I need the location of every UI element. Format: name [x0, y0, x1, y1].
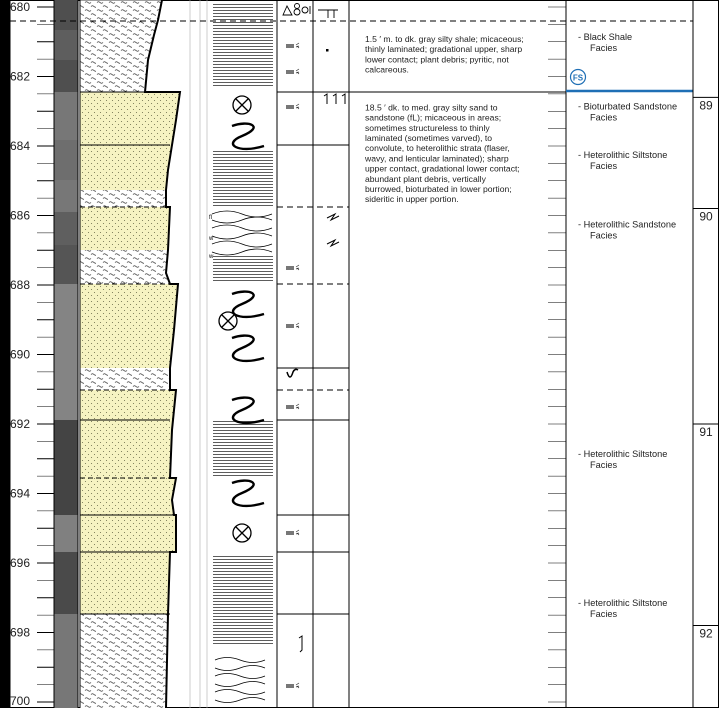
- depth-label: 698: [10, 626, 30, 640]
- depth-label: 684: [10, 139, 30, 153]
- trace-column: [298, 0, 350, 708]
- depth-label: 680: [10, 0, 30, 14]
- description-column: 1.5 ′ m. to dk. gray silty shale; micace…: [364, 0, 567, 708]
- depth-label: 694: [10, 487, 30, 501]
- core-photo-column: [53, 0, 79, 708]
- depth-label: 696: [10, 556, 30, 570]
- depth-label: 692: [10, 417, 30, 431]
- depth-ticks: [37, 6, 566, 703]
- ripple-icon: [326, 212, 340, 248]
- depth-label: 686: [10, 209, 30, 223]
- svg-text:fl: fl: [209, 215, 212, 221]
- svg-text:w: w: [208, 236, 214, 242]
- convolute-bedding-icon: [231, 122, 265, 508]
- grain-size-guides: [189, 0, 208, 708]
- bed-number: 91: [699, 425, 713, 439]
- lithology-column: [79, 0, 182, 708]
- siderite-icon: [286, 368, 299, 378]
- bed-number-column: 89 90 91 92: [693, 96, 719, 641]
- unit-description: 1.5 ′ m. to dk. gray silty shale; micace…: [365, 34, 524, 75]
- wavy-lamination-icon: [211, 210, 273, 703]
- structures-column: fl w w: [208, 2, 273, 703]
- svg-text:w: w: [208, 254, 214, 260]
- bed-number: 89: [699, 98, 713, 112]
- unit-boundaries: [10, 20, 693, 615]
- depth-label: 690: [10, 348, 30, 362]
- depth-label: 682: [10, 70, 30, 84]
- bed-number: 92: [699, 627, 713, 641]
- bioturbation-icon: [218, 95, 252, 543]
- depth-label: 700: [10, 694, 30, 708]
- fs-label: FS: [573, 74, 584, 83]
- burrow-icon: [298, 93, 346, 653]
- fossil-icon: [282, 3, 311, 16]
- accessories-column: [276, 0, 314, 708]
- bed-number: 90: [699, 210, 713, 224]
- flooding-surface-badge: FS: [569, 68, 587, 86]
- depth-label: 688: [10, 278, 30, 292]
- depth-scale: 680 682 684 686 688 690 692 694 696 698 700: [10, 0, 30, 708]
